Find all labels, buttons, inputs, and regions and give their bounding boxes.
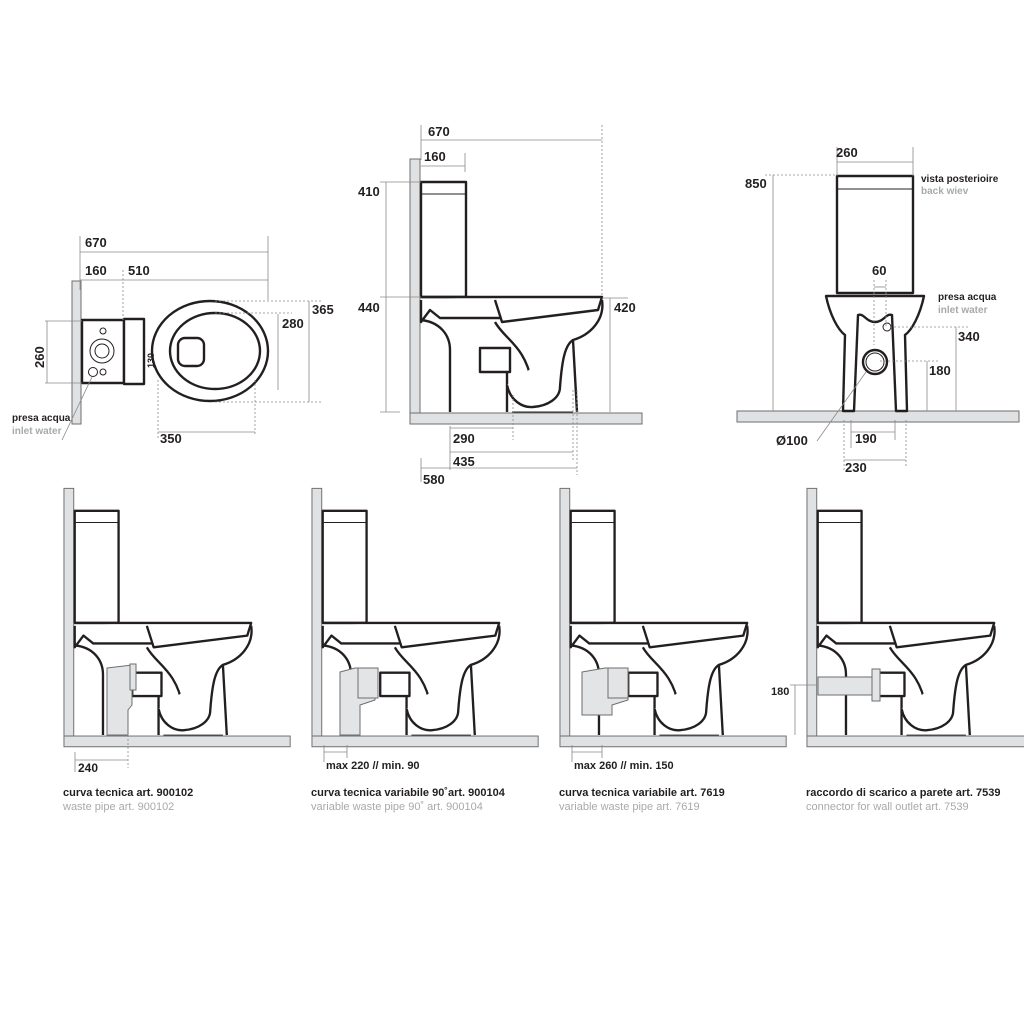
dim-side-tank-h: 410 <box>358 184 380 199</box>
variant-caption-en: variable waste pipe 90˚ art. 900104 <box>311 801 483 813</box>
variant-dim: max 260 // min. 150 <box>574 760 674 772</box>
dim-back-inlet-h: 340 <box>958 329 980 344</box>
variant-caption-en: connector for wall outlet art. 7539 <box>806 801 969 813</box>
variant-waste-pipe-7619: max 260 // min. 150 curva tecnica variab… <box>558 487 788 813</box>
dim-back-inner: 190 <box>855 431 877 446</box>
dim-top-overall: 670 <box>85 235 107 250</box>
dim-back-outlet-d: Ø100 <box>776 433 808 448</box>
variant-waste-pipe-900104: max 220 // min. 90 curva tecnica variabi… <box>310 487 540 813</box>
dim-back-inlet-w: 60 <box>872 263 886 278</box>
inlet-label: presa acqua <box>12 413 71 424</box>
back-view: 260 850 vista posterioire back wiev 60 p… <box>736 145 1020 475</box>
variant-caption: curva tecnica art. 900102 <box>63 787 193 799</box>
top-view: 670 160 510 260 130 280 365 350 presa ac… <box>12 235 334 446</box>
dim-top-tank: 160 <box>85 263 107 278</box>
variant-caption-en: variable waste pipe art. 7619 <box>559 801 700 813</box>
dim-side-depth: 580 <box>423 472 445 487</box>
dim-side-bowl-h: 440 <box>358 300 380 315</box>
back-view-title-en: back wiev <box>921 186 969 197</box>
dim-top-fixing: 130 <box>146 353 156 368</box>
variant-caption-en: waste pipe art. 900102 <box>62 801 174 813</box>
variant-dim: max 220 // min. 90 <box>326 760 420 772</box>
back-inlet-label-en: inlet water <box>938 305 988 316</box>
dim-side-outlet: 290 <box>453 431 475 446</box>
dim-back-tank-w: 260 <box>836 145 858 160</box>
dim-top-width: 365 <box>312 302 334 317</box>
dim-top-bowl: 510 <box>128 263 150 278</box>
dim-side-tank: 160 <box>424 149 446 164</box>
back-view-title: vista posterioire <box>921 174 999 185</box>
inlet-label-en: inlet water <box>12 426 62 437</box>
variant-dim: 240 <box>78 761 98 775</box>
dim-side-front-foot: 435 <box>453 454 475 469</box>
back-inlet-label: presa acqua <box>938 292 997 303</box>
dim-back-height: 850 <box>745 176 767 191</box>
variant-dim: 180 <box>771 686 789 698</box>
dim-back-outer: 230 <box>845 460 867 475</box>
dim-back-outlet-h: 180 <box>929 363 951 378</box>
variant-waste-pipe-900102: 240 curva tecnica art. 900102 waste pipe… <box>62 487 292 813</box>
dim-top-fix-dist: 350 <box>160 431 182 446</box>
dim-top-seat: 280 <box>282 316 304 331</box>
variant-caption: curva tecnica variabile 90˚art. 900104 <box>311 787 506 799</box>
variant-caption: raccordo di scarico a parete art. 7539 <box>806 787 1000 799</box>
side-view: 670 160 410 440 420 290 435 580 <box>358 124 644 487</box>
dim-top-width-tank: 260 <box>32 346 47 368</box>
dim-side-seat-h: 420 <box>614 300 636 315</box>
variant-caption: curva tecnica variabile art. 7619 <box>559 787 725 799</box>
variant-wall-connector-7539: 180 raccordo di scarico a parete art. 75… <box>771 487 1024 813</box>
dim-side-overall: 670 <box>428 124 450 139</box>
